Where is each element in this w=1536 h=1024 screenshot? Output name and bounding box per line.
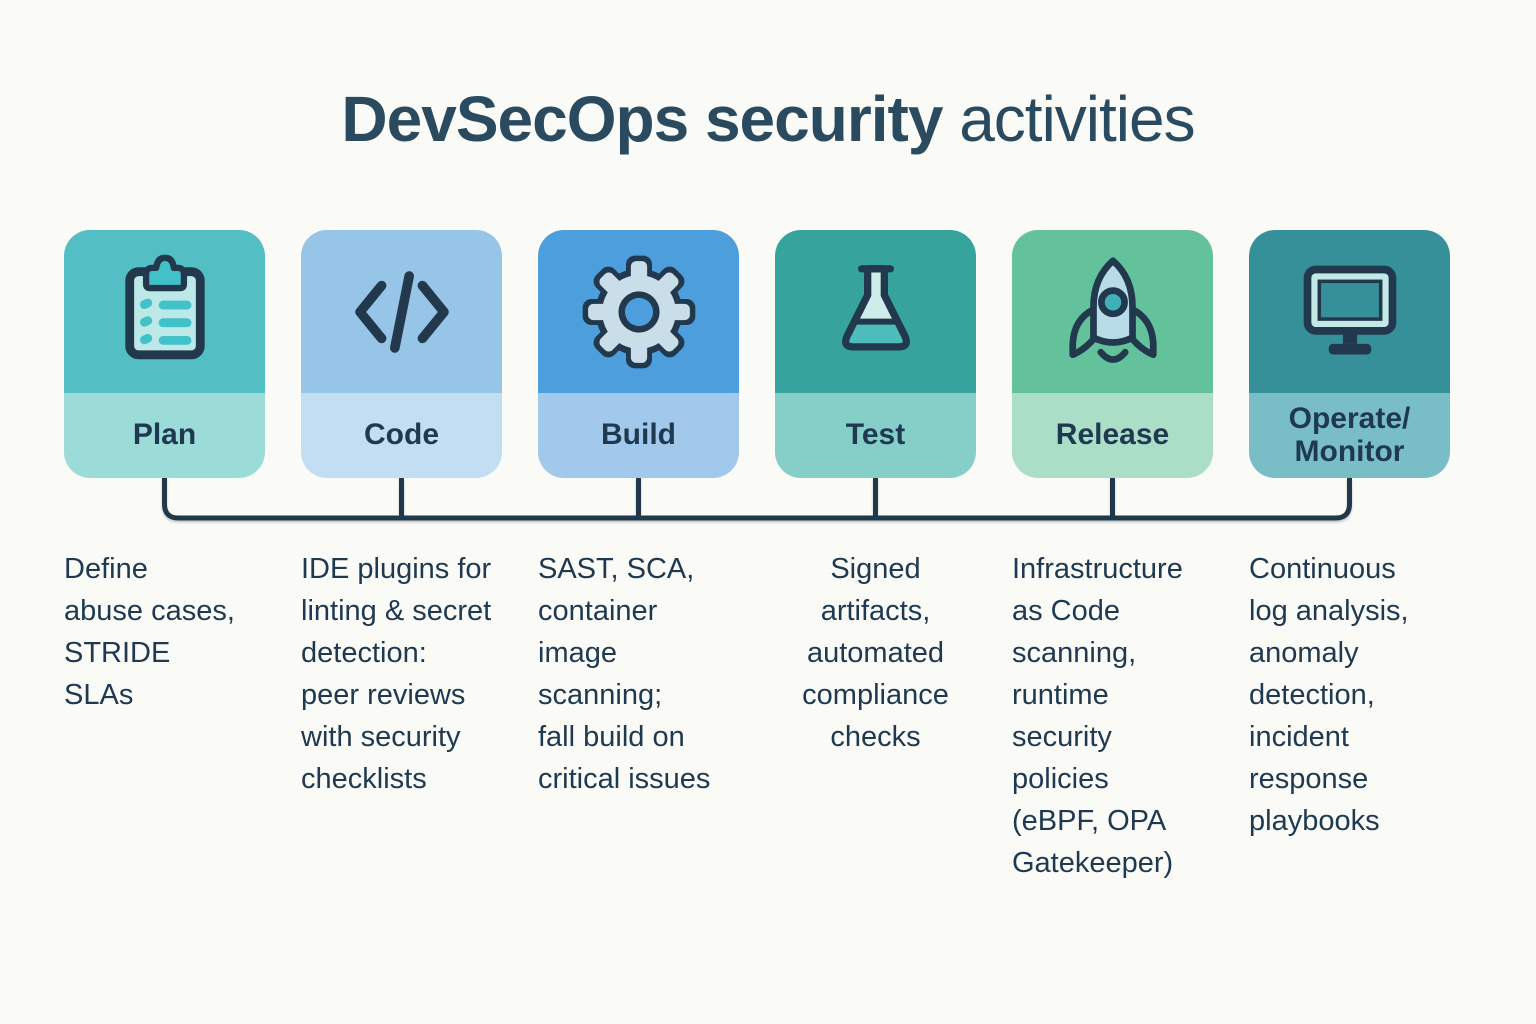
stage-description-operate-monitor: Continuous log analysis, anomaly detecti…: [1249, 553, 1409, 838]
stage-label-release: Release: [1012, 393, 1213, 478]
stage-card-operate-monitor: Operate/ Monitor: [1249, 230, 1450, 478]
stage-icon-area: [301, 230, 502, 393]
stage-label-operate-monitor: Operate/ Monitor: [1249, 393, 1450, 478]
stage-description-plan: Define abuse cases, STRIDE SLAs: [64, 553, 235, 712]
clipboard-checklist-icon: [124, 254, 205, 359]
stage-card-plan: Plan: [64, 230, 265, 478]
pipeline-stages-row: Plan Code: [64, 230, 1450, 478]
stage-card-build: Build: [538, 230, 739, 478]
stage-card-code: Code: [301, 230, 502, 478]
stage-icon-area: [1249, 230, 1450, 393]
pipeline-connector-lines: [162, 478, 1352, 521]
monitor-icon: [1303, 265, 1396, 354]
flask-icon: [841, 264, 910, 350]
title-rest: activities: [942, 83, 1195, 155]
stage-label-test: Test: [775, 393, 976, 478]
stage-icon-area: [775, 230, 976, 393]
stage-card-release: Release: [1012, 230, 1213, 478]
gear-icon: [582, 255, 695, 368]
stage-icon-area: [538, 230, 739, 393]
stage-icon-area: [1012, 230, 1213, 393]
stage-icon-area: [64, 230, 265, 393]
stage-label-code: Code: [301, 393, 502, 478]
stage-label-plan: Plan: [64, 393, 265, 478]
rocket-icon: [1068, 256, 1157, 363]
page-title: DevSecOps security activities: [0, 84, 1536, 154]
stage-description-build: SAST, SCA, container image scanning; fal…: [538, 553, 711, 796]
code-brackets-icon: [354, 270, 449, 353]
stage-label-build: Build: [538, 393, 739, 478]
stage-descriptions-row: Define abuse cases, STRIDE SLAs IDE plug…: [64, 548, 1450, 884]
stage-description-test: Signed artifacts, automated compliance c…: [802, 553, 949, 754]
stage-description-code: IDE plugins for linting & secret detecti…: [301, 553, 492, 796]
stage-card-test: Test: [775, 230, 976, 478]
title-emphasis: DevSecOps security: [341, 83, 943, 155]
stage-description-release: Infrastructure as Code scanning, runtime…: [1012, 553, 1183, 880]
